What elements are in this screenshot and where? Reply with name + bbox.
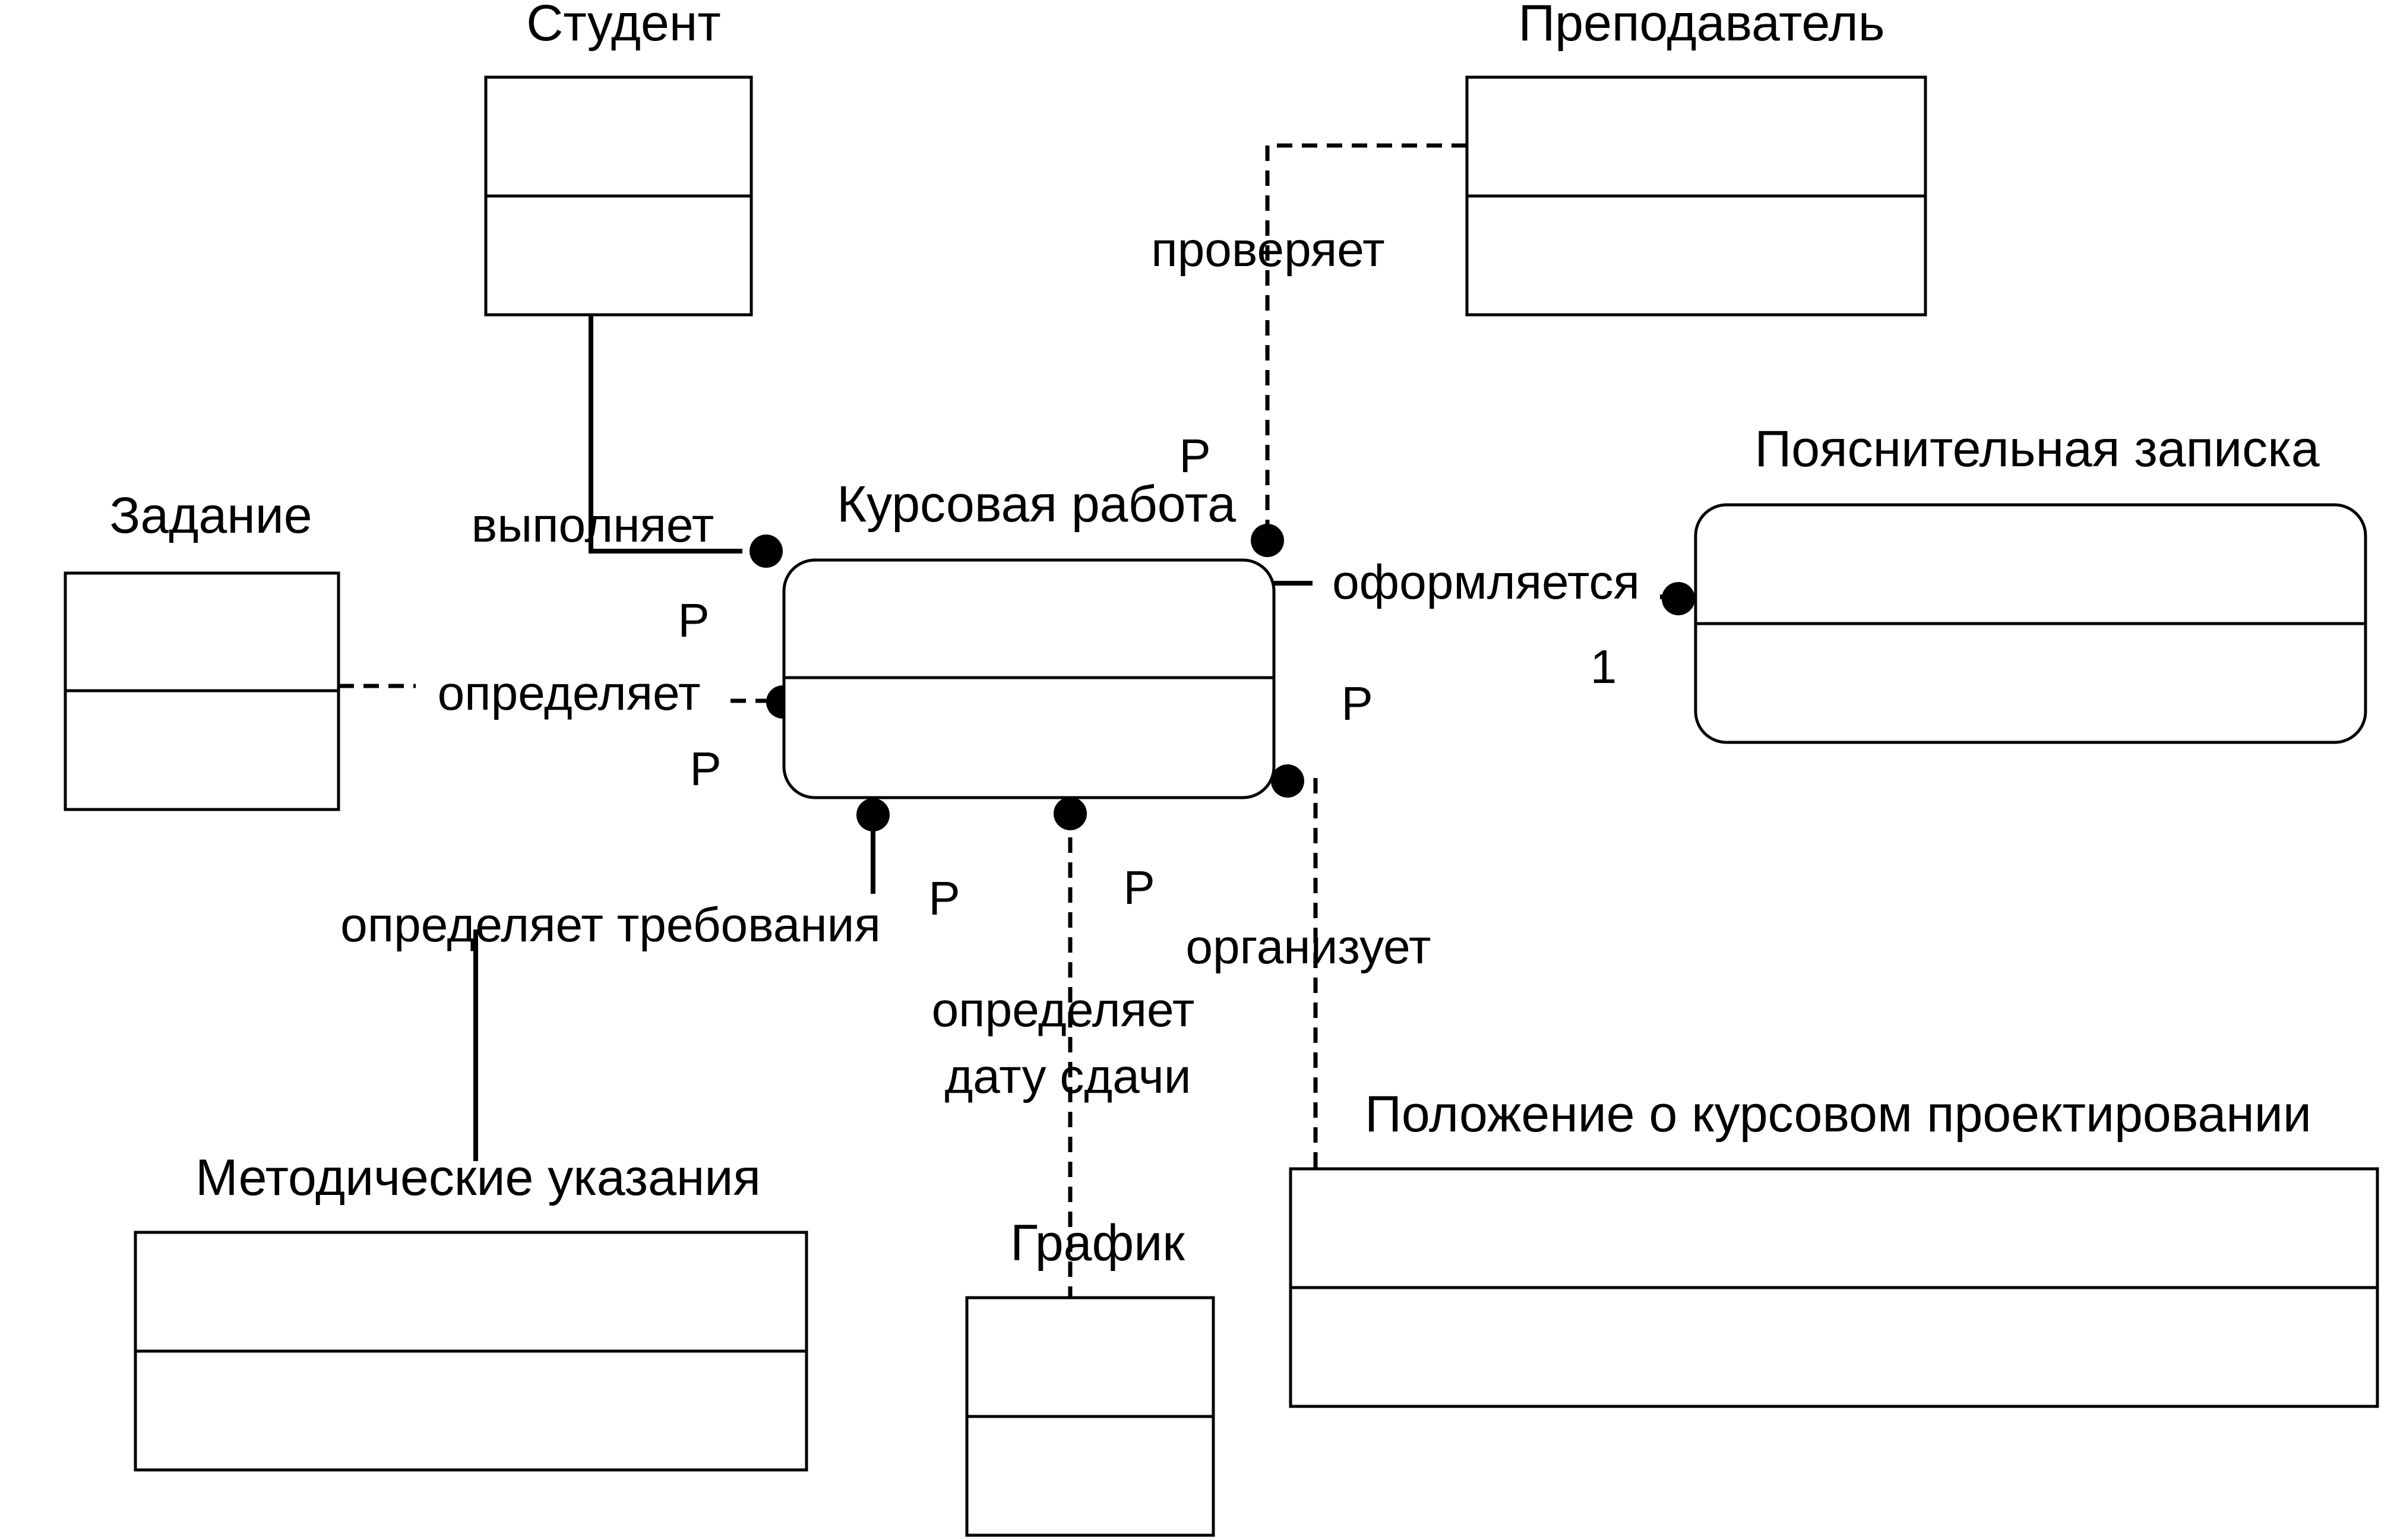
entity-title: Курсовая работа [837,476,1236,533]
entity-title: Методические указания [195,1149,761,1206]
cardinality-defines: P [690,742,721,795]
label-checks: проверяет [1151,223,1384,277]
label-formatted: оформляется [1332,555,1640,609]
label-defines-date-line1: определяет [932,983,1195,1037]
entity-title: График [1010,1215,1185,1272]
line-requirements [473,814,875,1161]
dot-formatted [1662,582,1695,615]
entity-explanatory-note[interactable]: Пояснительная записка [1694,420,2367,744]
dot-organizes [1271,764,1304,798]
entity-guidelines[interactable]: Методические указания [134,1149,808,1472]
dot-requirements [856,798,890,831]
dot-checks [1251,524,1284,557]
entity-title: Положение о курсовом проектировании [1365,1086,2311,1143]
cardinality-formatted-p: P [1341,677,1373,730]
dot-performs [750,535,783,568]
label-defines: определяет [438,666,701,720]
cardinality-checks: P [1179,429,1210,482]
line-performs [589,315,742,554]
entity-regulation[interactable]: Положение о курсовом проектировании [1289,1086,2379,1408]
entity-coursework[interactable]: Курсовая работа [782,476,1276,799]
cardinality-performs: P [678,594,709,647]
cardinality-requirements: P [928,872,960,925]
entity-student[interactable]: Студент [484,0,753,317]
entity-title: Задание [109,487,312,544]
label-performs: выполняет [472,498,714,552]
label-defines-requirements: определяет требования [340,898,881,952]
label-defines-date-line2: дату сдачи [944,1049,1191,1103]
entity-schedule[interactable]: График [965,1215,1215,1537]
entity-title: Преподаватель [1518,0,1884,52]
relationship-labels: выполняет проверяет определяет оформляет… [340,223,1640,1103]
entity-teacher[interactable]: Преподаватель [1465,0,1927,317]
cardinality-formatted-one: 1 [1590,640,1617,693]
entity-assignment[interactable]: Задание [64,487,340,811]
cardinality-date: P [1123,861,1155,914]
line-checks [1265,143,1467,537]
cardinality-markers: P P P P 1 P P [678,429,1617,925]
dot-date [1054,797,1087,830]
entity-title: Пояснительная записка [1754,420,2319,478]
entity-title: Студент [526,0,721,52]
label-organizes: организует [1185,920,1431,974]
